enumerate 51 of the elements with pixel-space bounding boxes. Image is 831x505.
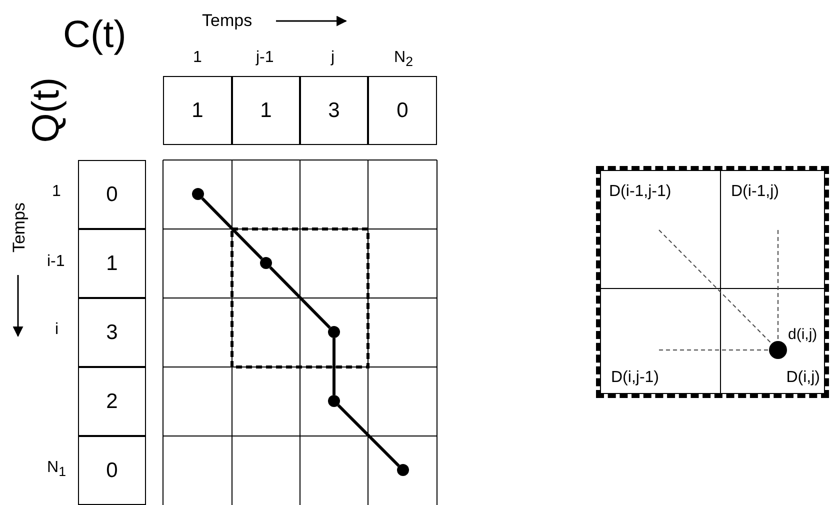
cell-value: 1 (106, 252, 118, 276)
cell-label: D(i,j) (786, 369, 820, 387)
path-point (192, 188, 204, 200)
sequence-cell (78, 229, 146, 298)
path-segment (337, 404, 400, 467)
path-point (260, 257, 272, 269)
column-index: 1 (193, 50, 202, 66)
path-segment (201, 197, 263, 260)
column-index: j (331, 50, 335, 66)
cell-value: 1 (260, 98, 272, 122)
cell-label: D(i-1,j) (731, 183, 779, 201)
sequence-cell (78, 367, 146, 436)
cell-value: 3 (328, 98, 340, 122)
cell-label: D(i,j-1) (611, 369, 659, 387)
cell-value: 2 (106, 390, 118, 414)
axis-label: Temps (202, 12, 252, 29)
sequence-cell (163, 76, 232, 145)
sequence-cell (232, 76, 300, 145)
path-segment (332, 338, 336, 395)
row-index: i-1 (47, 254, 65, 270)
row-index: i (55, 322, 59, 338)
cell-value: 3 (106, 320, 118, 344)
cell-label: D(i-1,j-1) (609, 183, 672, 201)
matrix-cell (720, 170, 825, 289)
point-label: d(i,j) (788, 327, 818, 342)
cell-value: 0 (106, 182, 118, 206)
column-index: N$_{2}$ (394, 50, 413, 69)
matrix-cell (600, 170, 721, 289)
matrix-cell (600, 288, 721, 394)
path-segment (269, 266, 331, 329)
sequence-title: Q(t) (27, 77, 66, 143)
path-point (397, 464, 409, 476)
sequence-cell (368, 76, 437, 145)
dashed-window (596, 166, 829, 398)
path-point (328, 395, 340, 407)
row-index: 1 (52, 184, 61, 200)
matrix-cell (720, 288, 825, 394)
sequence-title: C(t) (63, 16, 126, 54)
column-index: j-1 (256, 50, 274, 66)
sequence-cell (78, 436, 146, 505)
sequence-cell (78, 160, 146, 229)
cell-value: 0 (106, 458, 118, 482)
sequence-cell (78, 298, 146, 367)
cell-value: 0 (396, 98, 408, 122)
path-point (769, 341, 787, 359)
cell-value: 1 (192, 98, 204, 122)
axis-label: Temps (10, 202, 28, 252)
row-index: N$_{1}$ (47, 460, 66, 479)
dashed-line (658, 230, 772, 344)
sequence-cell (300, 76, 368, 145)
path-point (328, 326, 340, 338)
